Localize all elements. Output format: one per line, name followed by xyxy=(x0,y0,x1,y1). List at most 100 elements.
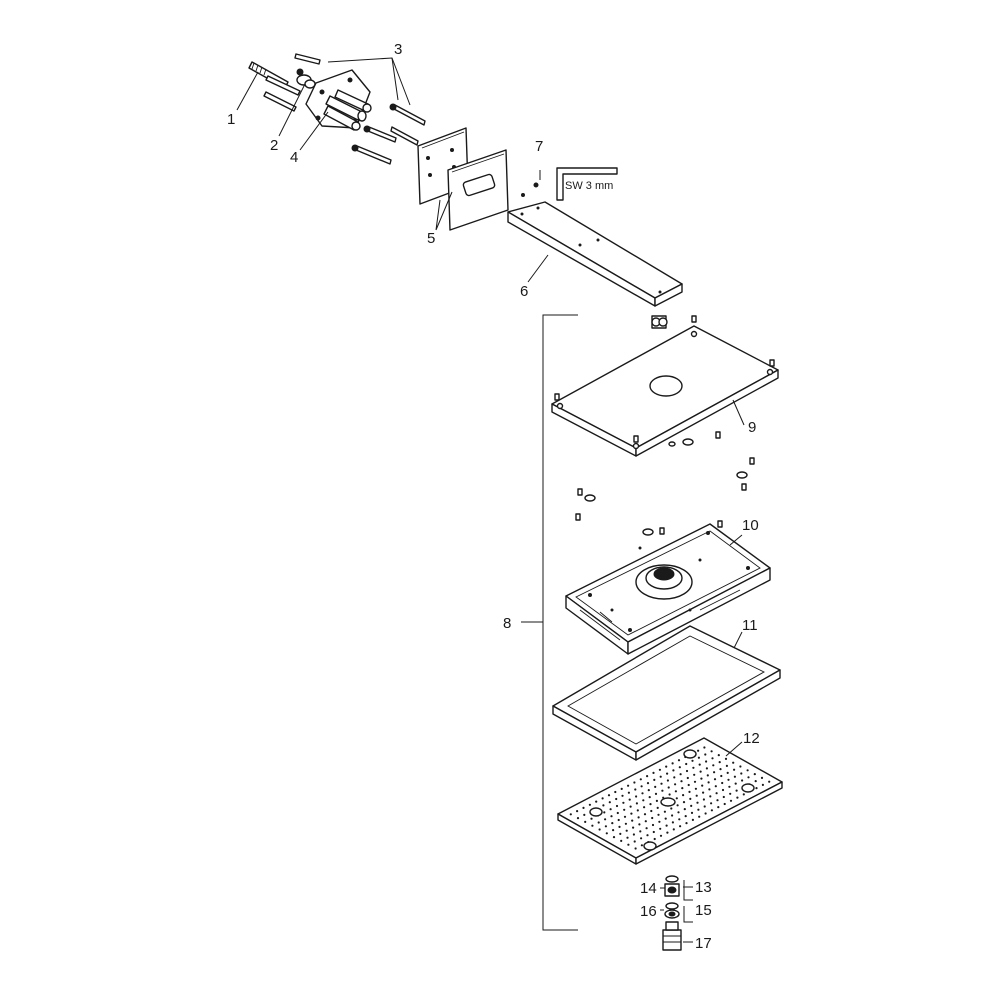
spray-nozzle xyxy=(714,785,717,788)
spray-nozzle xyxy=(643,806,646,809)
spray-nozzle xyxy=(640,844,644,847)
spray-nozzle xyxy=(713,778,717,781)
part-11-frame xyxy=(552,625,781,761)
spray-nozzle xyxy=(627,843,630,846)
spray-nozzle xyxy=(671,814,674,817)
spray-nozzle xyxy=(576,817,580,820)
label-16: 16 xyxy=(640,903,657,920)
spray-nozzle xyxy=(627,791,631,794)
spray-nozzle xyxy=(703,805,706,808)
spray-nozzle xyxy=(643,813,647,816)
spray-nozzle xyxy=(693,773,696,776)
spray-nozzle xyxy=(660,782,663,785)
spray-nozzle xyxy=(663,810,667,813)
spray-nozzle xyxy=(591,824,594,827)
label-8: 8 xyxy=(503,615,511,632)
spray-nozzle xyxy=(588,803,592,806)
spray-nozzle xyxy=(680,780,683,783)
spray-nozzle xyxy=(630,812,633,815)
spray-nozzle xyxy=(665,765,668,768)
spray-nozzle xyxy=(631,819,634,822)
part-5-wall-plates xyxy=(417,127,509,231)
spray-nozzle xyxy=(654,785,657,789)
label-10: 10 xyxy=(742,517,759,534)
spray-nozzle xyxy=(666,831,669,834)
spray-nozzle xyxy=(689,797,692,801)
spray-nozzle xyxy=(604,818,607,821)
spray-nozzle xyxy=(610,815,613,818)
spray-nozzle xyxy=(647,789,650,792)
spray-nozzle xyxy=(644,820,647,823)
spray-nozzle xyxy=(634,847,637,850)
spray-nozzle xyxy=(710,809,714,812)
spray-nozzle xyxy=(694,787,698,790)
spray-nozzle xyxy=(608,801,611,804)
spray-nozzle xyxy=(697,808,700,811)
spray-nozzle xyxy=(727,778,730,781)
label-15: 15 xyxy=(695,902,712,919)
arm-connector xyxy=(651,315,668,329)
spray-nozzle xyxy=(634,788,637,791)
spray-nozzle xyxy=(699,770,702,773)
spray-nozzle xyxy=(702,798,706,801)
spray-nozzle xyxy=(712,764,715,767)
spray-nozzle xyxy=(668,793,671,796)
spray-nozzle xyxy=(635,802,639,805)
spray-nozzle xyxy=(746,769,749,772)
spray-nozzle xyxy=(619,832,622,836)
spray-nozzle xyxy=(651,816,654,820)
spray-nozzle xyxy=(715,792,718,795)
spray-nozzle xyxy=(679,825,682,828)
spray-nozzle xyxy=(638,823,641,826)
spray-nozzle xyxy=(708,788,711,791)
spray-nozzle xyxy=(719,768,722,771)
spray-nozzle xyxy=(632,833,636,836)
spray-nozzle xyxy=(735,789,738,792)
part-6-shower-arm xyxy=(507,201,683,307)
spray-nozzle xyxy=(741,779,744,782)
spray-nozzle xyxy=(597,821,600,824)
spray-nozzle xyxy=(670,807,673,810)
spray-nozzle xyxy=(595,800,598,803)
spray-nozzle xyxy=(698,763,701,766)
spray-nozzle xyxy=(657,813,660,816)
spray-nozzle xyxy=(724,757,728,761)
spray-nozzle xyxy=(716,799,719,802)
spray-nozzle xyxy=(672,828,675,831)
spray-nozzle xyxy=(623,808,626,811)
spray-nozzle xyxy=(673,776,676,779)
spray-nozzle xyxy=(598,828,601,831)
spray-nozzle xyxy=(605,832,608,835)
spray-nozzle xyxy=(677,811,680,814)
label-3: 3 xyxy=(394,41,402,58)
spray-nozzle xyxy=(734,782,737,785)
spray-nozzle xyxy=(665,824,668,827)
spray-nozzle xyxy=(626,836,629,839)
label-7: 7 xyxy=(535,138,543,155)
spray-nozzle xyxy=(718,761,721,764)
part-8-bracket xyxy=(521,314,578,931)
spray-nozzle xyxy=(688,790,691,794)
spray-nozzle xyxy=(658,768,662,771)
spray-nozzle xyxy=(633,840,636,843)
spray-nozzle xyxy=(710,802,713,805)
spray-nozzle xyxy=(677,759,681,762)
spray-nozzle xyxy=(732,761,735,764)
spray-nozzle xyxy=(707,781,710,784)
spray-nozzle xyxy=(666,772,669,775)
spray-nozzle xyxy=(671,762,674,765)
spray-nozzle xyxy=(646,782,650,785)
label-14: 14 xyxy=(640,880,657,897)
spray-nozzle xyxy=(709,795,712,798)
spray-nozzle xyxy=(675,797,678,800)
spray-nozzle xyxy=(671,821,675,824)
spray-nozzle xyxy=(691,759,694,762)
spray-nozzle xyxy=(760,776,764,780)
spray-nozzle xyxy=(650,809,653,813)
spray-nozzle xyxy=(682,794,685,797)
spray-nozzle xyxy=(674,783,677,786)
spray-nozzle xyxy=(639,778,642,781)
spray-nozzle xyxy=(609,808,612,811)
part-7-hex-wrench: SW 3 mm xyxy=(521,167,618,201)
spray-nozzle xyxy=(696,801,699,804)
